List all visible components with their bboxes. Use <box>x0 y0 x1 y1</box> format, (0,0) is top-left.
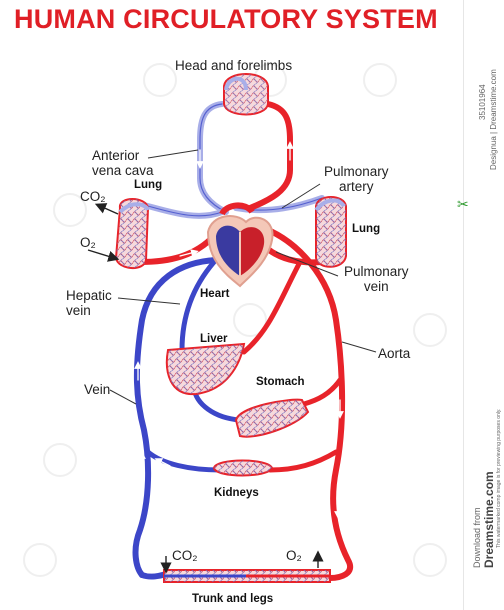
ptr-vein <box>109 389 137 405</box>
main-vein <box>132 257 219 578</box>
label-anterior-vena-cava: Anterior vena cava <box>92 148 154 178</box>
head-capillaries <box>223 73 269 116</box>
label-o2-top: O₂ <box>80 235 96 250</box>
label-pulmonary-vein: Pulmonary vein <box>344 264 409 294</box>
lung-left-capillaries <box>114 198 150 269</box>
diagram-title: HUMAN CIRCULATORY SYSTEM <box>14 4 438 34</box>
pointer-lines <box>109 149 377 405</box>
ptr-aorta <box>341 341 377 353</box>
veins <box>132 101 325 580</box>
gas-arrows <box>87 203 324 574</box>
co2-top-arrow <box>94 203 119 215</box>
label-hepatic-vein: Hepatic vein <box>66 288 112 318</box>
label-pulmonary-vein-line1: Pulmonary <box>344 264 409 279</box>
label-co2-top: CO₂ <box>80 189 106 204</box>
capillary-beds <box>114 73 347 583</box>
label-stomach: Stomach <box>256 376 305 388</box>
liver-capillaries <box>165 342 246 396</box>
lung-right-capillaries <box>314 196 347 268</box>
ptr-pulmonary-artery <box>281 183 321 209</box>
sidebar-id: 35101964 <box>478 84 487 120</box>
artery-to-head <box>247 101 293 211</box>
anterior-vena-cava <box>197 101 229 215</box>
artery-to-kidneys <box>267 449 339 473</box>
heart <box>206 202 274 288</box>
label-head-forelimbs: Head and forelimbs <box>175 58 293 73</box>
ptr-hepatic-vein <box>117 297 181 305</box>
sidebar-notice: This watermarked comp image is for previ… <box>496 408 502 548</box>
label-vein: Vein <box>84 382 111 397</box>
ptr-anterior-vena-cava <box>147 149 199 159</box>
trunk-capillaries <box>163 569 331 583</box>
label-co2-bottom: CO₂ <box>172 548 198 563</box>
sidebar-download: Download from <box>472 507 482 568</box>
label-anterior-line1: Anterior <box>92 148 140 163</box>
label-lung-left: Lung <box>134 179 163 191</box>
label-aorta: Aorta <box>378 346 411 361</box>
label-pulmonary-vein-line2: vein <box>363 279 389 294</box>
label-o2-bottom: O₂ <box>286 548 302 563</box>
hepatic-vein <box>179 259 217 353</box>
watermark <box>23 63 447 577</box>
arteries <box>137 101 353 581</box>
kidney-capillaries <box>212 459 274 477</box>
stomach-capillaries <box>234 398 310 438</box>
artery-to-stomach <box>301 377 343 407</box>
pulmonary-vein-left <box>137 233 217 265</box>
label-kidneys: Kidneys <box>214 487 259 499</box>
label-anterior-line2: vena cava <box>92 163 154 178</box>
label-trunk-legs: Trunk and legs <box>192 593 274 605</box>
label-pulmonary-artery-line1: Pulmonary <box>324 164 389 179</box>
aorta <box>255 223 353 581</box>
label-hepatic-line1: Hepatic <box>66 288 112 303</box>
clip-icon: ✂ <box>457 196 469 212</box>
label-pulmonary-artery-line2: artery <box>339 179 374 194</box>
label-hepatic-line2: vein <box>66 303 91 318</box>
vein-trunk-return <box>139 571 169 580</box>
o2-top-arrow <box>87 249 120 262</box>
label-pulmonary-artery: Pulmonary artery <box>324 164 389 194</box>
label-lung-right: Lung <box>352 223 381 235</box>
sidebar-site: Dreamstime.com <box>482 471 496 568</box>
ptr-pulmonary-vein <box>275 251 339 277</box>
label-liver: Liver <box>200 333 228 345</box>
stock-sidebar: 35101964 Designua | Dreamstime.com Downl… <box>463 0 504 610</box>
label-heart: Heart <box>200 288 230 300</box>
artery-to-liver <box>241 259 303 355</box>
renal-vein <box>145 449 223 473</box>
sidebar-credit: Designua | Dreamstime.com <box>489 69 498 170</box>
